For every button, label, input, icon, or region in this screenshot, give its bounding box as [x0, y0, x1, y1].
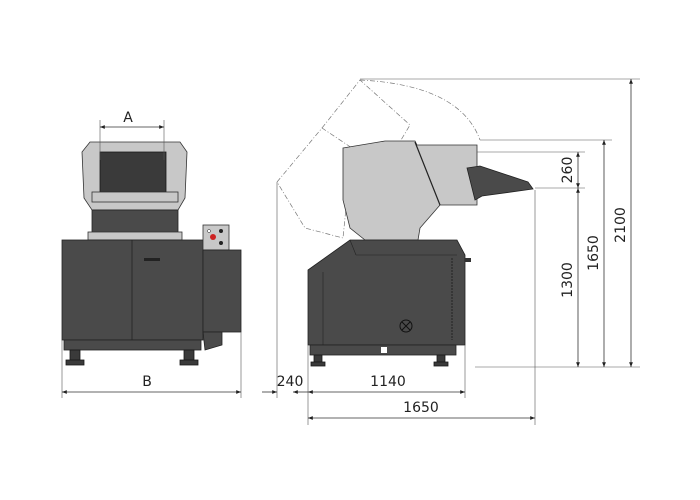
dim-260-label: 260 [560, 157, 576, 184]
dim-1300-label: 1300 [560, 262, 576, 298]
feed-chute [466, 165, 534, 201]
dim-1650-height-label: 1650 [586, 235, 602, 271]
control-panel [202, 224, 230, 251]
electrical-cabinet [202, 249, 242, 333]
dim-1650-width-label: 1650 [403, 400, 439, 416]
side-view: 240 1140 1650 260 1300 1650 2100 [262, 78, 640, 425]
motor-symbol-icon [399, 319, 413, 333]
front-view: A B [61, 110, 242, 398]
front-body [61, 239, 204, 341]
side-hopper [342, 140, 478, 241]
dim-a-label: A [123, 110, 133, 126]
dim-240-label: 240 [277, 374, 304, 390]
dim-b-label: B [142, 374, 152, 390]
side-body [307, 239, 466, 346]
dim-1140-label: 1140 [370, 374, 406, 390]
dim-2100-label: 2100 [613, 207, 629, 243]
stop-button [210, 234, 216, 240]
front-hopper [81, 141, 188, 241]
